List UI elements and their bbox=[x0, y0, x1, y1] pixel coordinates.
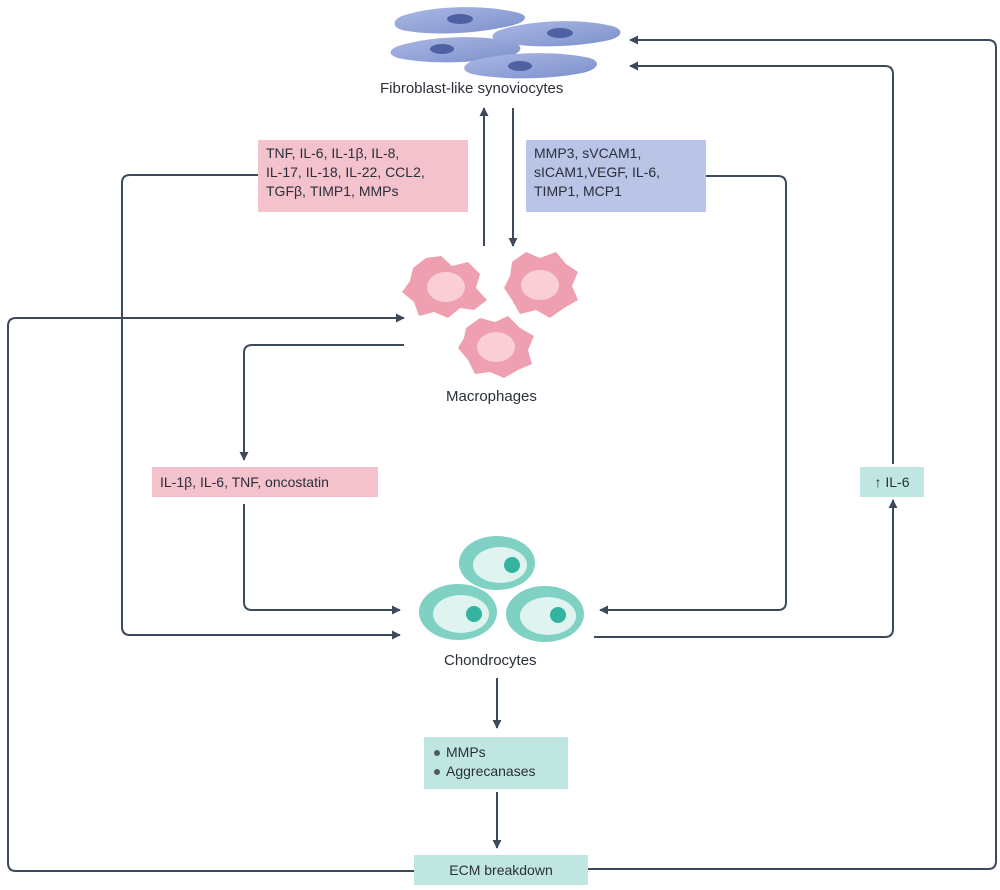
pink-top-line-2: IL-17, IL-18, IL-22, CCL2, bbox=[266, 164, 425, 180]
arrow-pink-box-to-chondrocytes bbox=[121, 174, 401, 640]
macrophages-label: Macrophages bbox=[446, 388, 537, 405]
il6-box: ↑ IL-6 bbox=[860, 467, 924, 497]
enzymes-box: MMPs Aggrecanases bbox=[424, 737, 568, 789]
arrows bbox=[7, 35, 997, 872]
macrophage-cells-illustration bbox=[402, 252, 578, 378]
enzyme-item-mmps: MMPs bbox=[434, 743, 558, 762]
arrow-cytokines-to-chondrocytes bbox=[243, 504, 401, 615]
macrophage-induced-factors-box: MMP3, sVCAM1, sICAM1,VEGF, IL-6, TIMP1, … bbox=[526, 140, 706, 212]
arrow-blue-box-to-chondrocytes bbox=[599, 175, 787, 615]
cytokines-text: IL-1β, IL-6, TNF, oncostatin bbox=[160, 474, 329, 490]
ecm-text: ECM breakdown bbox=[449, 862, 553, 878]
macrophage-cytokines-box: IL-1β, IL-6, TNF, oncostatin bbox=[152, 467, 378, 497]
bullet-icon bbox=[434, 768, 440, 775]
blue-top-line-1: MMP3, sVCAM1, bbox=[534, 145, 642, 161]
chondrocyte-cells-illustration bbox=[419, 536, 584, 642]
blue-top-line-2: sICAM1,VEGF, IL-6, bbox=[534, 164, 661, 180]
arrow-ecm-to-macrophage bbox=[7, 313, 414, 872]
fibroblast-secreted-factors-box: TNF, IL-6, IL-1β, IL-8, IL-17, IL-18, IL… bbox=[258, 140, 468, 212]
arrow-macrophage-to-cytokines bbox=[239, 344, 404, 461]
arrow-ecm-to-fibroblast bbox=[588, 35, 997, 870]
enzyme-item-aggrecanases: Aggrecanases bbox=[434, 762, 558, 781]
pink-top-line-3: TGFβ, TIMP1, MMPs bbox=[266, 183, 399, 199]
arrow-il6-to-fibroblast bbox=[629, 61, 894, 464]
fibroblast-cells-illustration bbox=[390, 7, 621, 79]
bullet-icon bbox=[434, 749, 440, 756]
arrow-chondrocytes-to-il6 bbox=[594, 499, 898, 638]
chondrocytes-label: Chondrocytes bbox=[444, 652, 537, 669]
ecm-breakdown-box: ECM breakdown bbox=[414, 855, 588, 885]
il6-text: ↑ IL-6 bbox=[874, 474, 910, 490]
fibroblast-label: Fibroblast-like synoviocytes bbox=[380, 80, 564, 97]
blue-top-line-3: TIMP1, MCP1 bbox=[534, 183, 622, 199]
pink-top-line-1: TNF, IL-6, IL-1β, IL-8, bbox=[266, 145, 400, 161]
